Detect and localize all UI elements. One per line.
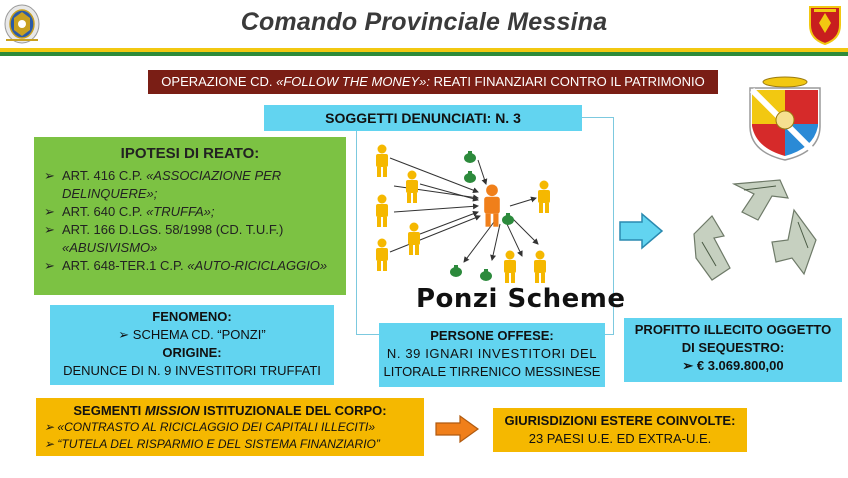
origine-title: ORIGINE: xyxy=(162,345,222,360)
persone-title: PERSONE OFFESE: xyxy=(430,328,554,343)
list-item: ➢ ART. 416 C.P. «ASSOCIAZIONE PER DELINQ… xyxy=(44,167,336,203)
item-text: ART. 648-TER.1 C.P. xyxy=(62,258,188,273)
guardia-di-finanza-emblem-icon xyxy=(4,4,40,44)
giurisdizioni-value: 23 PAESI U.E. ED EXTRA-U.E. xyxy=(528,431,712,446)
giurisdizioni-title: GIURISDIZIONI ESTERE COINVOLTE: xyxy=(504,413,736,428)
header-stripe-green xyxy=(0,52,848,56)
fenomeno-title: FENOMENO: xyxy=(152,309,232,324)
item-italic: «ASSOCIAZIONE PER DELINQUERE»; xyxy=(62,168,282,201)
giurisdizioni-box: GIURISDIZIONI ESTERE COINVOLTE: 23 PAESI… xyxy=(493,408,747,452)
fenomeno-value: SCHEMA CD. “PONZI” xyxy=(132,327,266,342)
arrow-bullet-icon: ➢ xyxy=(44,258,55,273)
item-text: ART. 166 D.LGS. 58/1998 (CD. T.U.F.) xyxy=(62,222,284,237)
segmenti-item: «CONTRASTO AL RICICLAGGIO DEI CAPITALI I… xyxy=(57,420,376,434)
item-italic: «ABUSIVISMO» xyxy=(62,240,158,255)
arrow-bullet-icon: ➢ xyxy=(682,358,697,373)
list-item: ➢ “TUTELA DEL RISPARMIO E DEL SISTEMA FI… xyxy=(44,436,416,453)
ponzi-scheme-diagram xyxy=(376,144,550,283)
arrow-bullet-icon: ➢ xyxy=(44,420,58,434)
ipotesi-title: IPOTESI DI REATO: xyxy=(120,145,260,162)
list-item: ➢ ART. 648-TER.1 C.P. «AUTO-RICICLAGGIO» xyxy=(44,257,336,275)
messina-crest-icon xyxy=(749,76,821,161)
persone-line1: N. 39 IGNARI INVESTITORI DEL xyxy=(386,346,598,361)
item-text: ART. 640 C.P. xyxy=(62,204,147,219)
item-italic: «TRUFFA»; xyxy=(146,204,215,219)
provincial-shield-icon xyxy=(809,6,841,46)
orange-arrow-icon xyxy=(435,414,480,444)
profitto-amount-row: ➢ € 3.069.800,00 xyxy=(624,357,842,375)
operation-name: «FOLLOW THE MONEY»: xyxy=(276,74,431,89)
arrow-bullet-icon: ➢ xyxy=(118,327,133,342)
ipotesi-di-reato-box: IPOTESI DI REATO: ➢ ART. 416 C.P. «ASSOC… xyxy=(34,137,346,295)
header-logo-right xyxy=(808,3,842,46)
page-title: Comando Provinciale Messina xyxy=(240,8,608,36)
arrow-bullet-icon: ➢ xyxy=(44,204,55,219)
operation-prefix: OPERAZIONE CD. xyxy=(161,74,277,89)
list-item: ➢ ART. 166 D.LGS. 58/1998 (CD. T.U.F.) «… xyxy=(44,221,336,257)
operation-suffix: REATI FINANZIARI CONTRO IL PATRIMONIO xyxy=(430,74,705,89)
list-item: ➢ ART. 640 C.P. «TRUFFA»; xyxy=(44,203,336,221)
profitto-box: PROFITTO ILLECITO OGGETTO DI SEQUESTRO: … xyxy=(624,318,842,382)
header-stripe-yellow xyxy=(0,48,848,52)
central-promoter-person xyxy=(484,184,500,227)
investor-persons xyxy=(376,144,550,283)
right-arrow-icon xyxy=(619,212,664,250)
header-logo-left xyxy=(2,2,42,46)
arrow-bullet-icon: ➢ xyxy=(44,437,58,451)
crest xyxy=(744,76,826,162)
segmenti-title-b: MISSION xyxy=(144,403,200,418)
profitto-amount: € 3.069.800,00 xyxy=(696,358,784,373)
persone-line2: LITORALE TIRRENICO MESSINESE xyxy=(383,364,601,379)
segmenti-title: SEGMENTI MISSION ISTITUZIONALE DEL CORPO… xyxy=(44,402,416,419)
soggetti-denunciati: SOGGETTI DENUNCIATI: N. 3 xyxy=(264,105,582,131)
segmenti-item: “TUTELA DEL RISPARMIO E DEL SISTEMA FINA… xyxy=(57,437,380,451)
fenomeno-value-row: ➢ SCHEMA CD. “PONZI” xyxy=(50,326,334,344)
operation-banner: OPERAZIONE CD. «FOLLOW THE MONEY»: REATI… xyxy=(148,70,718,94)
segmenti-mission-box: SEGMENTI MISSION ISTITUZIONALE DEL CORPO… xyxy=(36,398,424,456)
item-text: ART. 416 C.P. xyxy=(62,168,147,183)
profitto-line1: PROFITTO ILLECITO OGGETTO xyxy=(634,322,832,337)
arrow-bullet-icon: ➢ xyxy=(44,222,55,237)
origine-value: DENUNCE DI N. 9 INVESTITORI TRUFFATI xyxy=(63,363,321,378)
persone-offese-box: PERSONE OFFESE: N. 39 IGNARI INVESTITORI… xyxy=(379,323,605,387)
fenomeno-box: FENOMENO: ➢ SCHEMA CD. “PONZI” ORIGINE: … xyxy=(50,305,334,385)
list-item: ➢ «CONTRASTO AL RICICLAGGIO DEI CAPITALI… xyxy=(44,419,416,436)
segmenti-title-a: SEGMENTI xyxy=(73,403,145,418)
arrow-bullet-icon: ➢ xyxy=(44,168,55,183)
money-recycle-icon xyxy=(693,179,817,281)
segmenti-title-c: ISTITUZIONALE DEL CORPO: xyxy=(199,403,387,418)
profitto-line2: DI SEQUESTRO: xyxy=(681,340,785,355)
item-italic: «AUTO-RICICLAGGIO» xyxy=(187,258,328,273)
ponzi-scheme-caption: Ponzi Scheme xyxy=(416,284,626,314)
